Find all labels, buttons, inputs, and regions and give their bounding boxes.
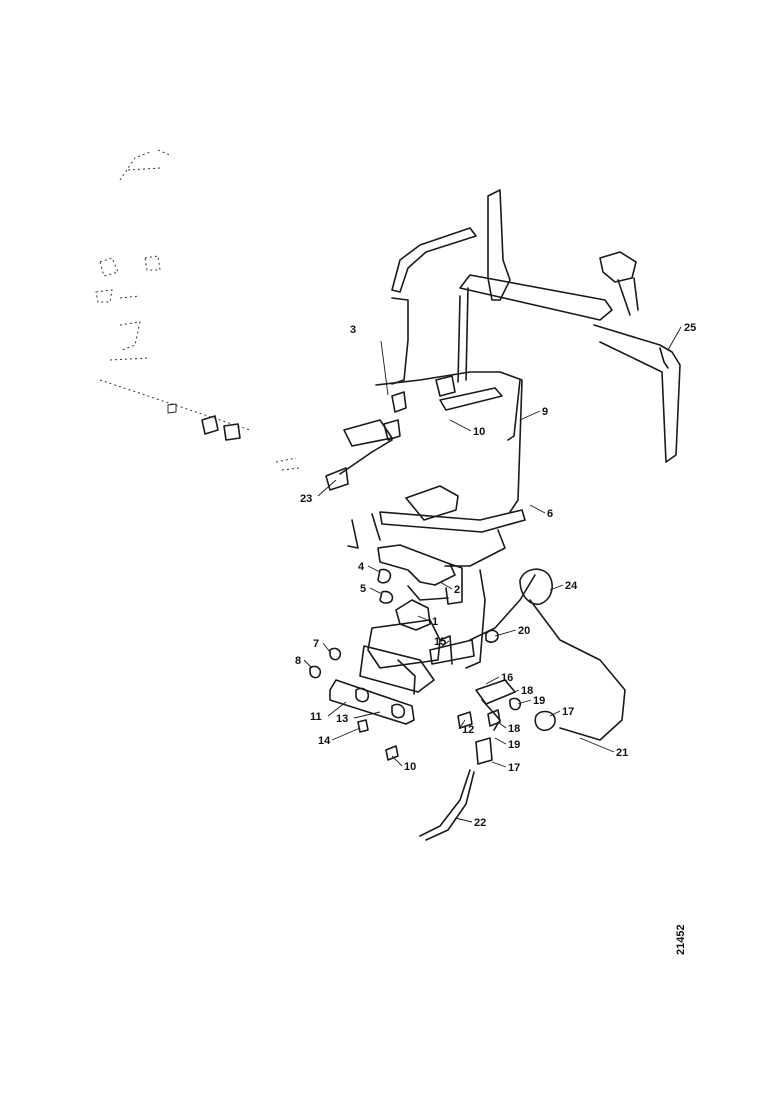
callout-label-5: 5 [360, 583, 366, 595]
callout-label-2: 2 [454, 584, 460, 596]
callout-label-1: 1 [432, 616, 438, 628]
callout-labels: 3 10 9 25 23 6 4 5 2 24 1 7 15 20 8 16 1… [295, 322, 696, 829]
callout-label-17: 17 [562, 706, 574, 718]
callout-label-14: 14 [318, 735, 331, 747]
callout-label-9: 9 [542, 406, 548, 418]
callout-label-10: 10 [404, 761, 416, 773]
callout-label-13: 13 [336, 713, 348, 725]
callout-label-24: 24 [565, 580, 578, 592]
callout-label-7: 7 [313, 638, 319, 650]
callout-label-22: 22 [474, 817, 486, 829]
callout-label-19: 19 [508, 739, 520, 751]
upper-frame [325, 189, 681, 567]
faint-background-fragments [95, 149, 301, 471]
callout-label-17: 17 [508, 762, 520, 774]
callout-label-20: 20 [518, 625, 530, 637]
figure-number: 21452 [675, 924, 687, 955]
callout-label-12: 12 [462, 724, 474, 736]
callout-label-6: 6 [547, 508, 553, 520]
callout-label-11: 11 [310, 711, 322, 723]
leader-lines [303, 326, 682, 823]
lower-linkage-assembly [309, 599, 522, 765]
callout-label-10: 10 [473, 426, 485, 438]
callout-label-21: 21 [616, 747, 628, 759]
callout-label-18: 18 [521, 685, 533, 697]
mid-bracket-assembly [377, 544, 486, 669]
callout-label-25: 25 [684, 322, 696, 334]
callout-label-19: 19 [533, 695, 545, 707]
callout-label-3: 3 [350, 324, 356, 336]
callout-label-15: 15 [434, 636, 446, 648]
callout-label-23: 23 [300, 493, 312, 505]
callout-label-4: 4 [358, 561, 365, 573]
callout-label-18: 18 [508, 723, 520, 735]
cables-and-drives [419, 379, 626, 841]
callout-label-8: 8 [295, 655, 301, 667]
callout-label-16: 16 [501, 672, 513, 684]
